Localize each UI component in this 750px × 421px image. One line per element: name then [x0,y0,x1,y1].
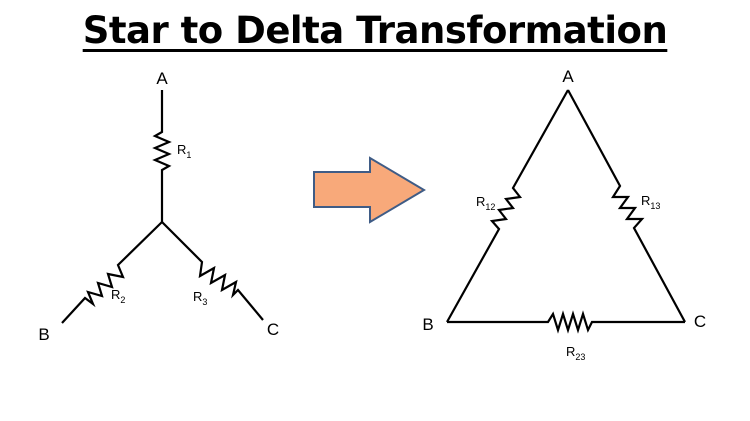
delta-label-r13: R13 [641,193,660,211]
delta-node-a: A [562,67,574,86]
delta-label-r23: R23 [566,344,585,362]
right-arrow-icon [313,156,426,224]
star-label-r3: R3 [193,289,207,307]
delta-node-c: C [694,312,706,331]
star-node-c: C [267,320,279,339]
delta-node-b: B [422,315,433,334]
delta-wire-bc [447,310,685,334]
star-wire-b [61,221,163,324]
page-title: Star to Delta Transformation [82,9,668,52]
star-label-r2: R2 [111,287,125,305]
star-node-a: A [156,69,168,88]
star-wire-a [152,90,172,222]
star-node-b: B [38,325,49,344]
delta-wire-ab [446,89,569,323]
delta-label-r12: R12 [476,194,495,212]
delta-wire-ac [567,89,686,323]
star-label-r1: R1 [177,142,191,160]
star-wire-c [161,221,264,321]
